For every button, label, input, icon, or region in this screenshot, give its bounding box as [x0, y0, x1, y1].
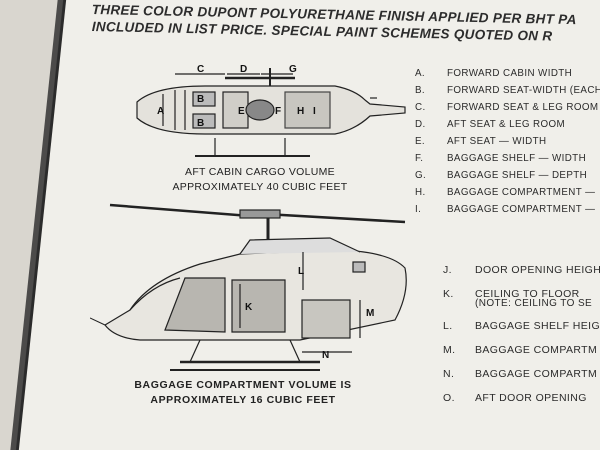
dim-label-i: I [313, 106, 316, 117]
top-view-caption: AFT CABIN CARGO VOLUME APPROXIMATELY 40 … [150, 165, 370, 195]
dim-label-d: D [240, 64, 247, 75]
dimension-legend-bottom: J.DOOR OPENING HEIGHT K.CEILING TO FLOOR… [443, 264, 600, 416]
side-caption-line-1: BAGGAGE COMPARTMENT VOLUME IS [134, 379, 352, 391]
legend-item-k: K.CEILING TO FLOOR(NOTE: CEILING TO SE [443, 288, 600, 320]
legend-item-i: I.BAGGAGE COMPARTMENT — [415, 204, 596, 215]
dim-label-n: N [322, 350, 329, 361]
legend-item-b: B.FORWARD SEAT-WIDTH (EACH) [415, 85, 600, 96]
dim-label-k: K [245, 302, 253, 313]
dim-label-g: G [289, 64, 297, 75]
dim-label-e: E [238, 106, 245, 117]
top-caption-line-2: APPROXIMATELY 40 CUBIC FEET [172, 181, 348, 193]
top-view-diagram: C D G A B B E F H I [136, 64, 406, 157]
legend-item-n: N.BAGGAGE COMPARTM [443, 368, 598, 380]
dim-label-f: F [275, 106, 281, 117]
dim-label-m: M [366, 308, 374, 319]
side-caption-line-2: APPROXIMATELY 16 CUBIC FEET [150, 394, 336, 406]
dimension-legend-top: A.FORWARD CABIN WIDTH B.FORWARD SEAT-WID… [415, 68, 600, 221]
dim-label-h: H [297, 106, 304, 117]
legend-item-g: G.BAGGAGE SHELF — DEPTH [415, 170, 588, 181]
legend-item-a: A.FORWARD CABIN WIDTH [415, 68, 573, 79]
legend-item-o: O.AFT DOOR OPENING [443, 392, 587, 404]
dim-label-b-upper: B [197, 94, 204, 105]
legend-item-d: D.AFT SEAT & LEG ROOM [415, 119, 566, 130]
dim-label-b-lower: B [197, 118, 204, 129]
dim-label-a: A [157, 106, 164, 117]
top-caption-line-1: AFT CABIN CARGO VOLUME [185, 166, 335, 178]
side-view-caption: BAGGAGE COMPARTMENT VOLUME IS APPROXIMAT… [118, 378, 368, 408]
legend-item-e: E.AFT SEAT — WIDTH [415, 136, 547, 147]
legend-item-l: L.BAGGAGE SHELF HEIGHT [443, 320, 600, 332]
legend-item-k-note: (NOTE: CEILING TO SE [475, 298, 593, 309]
legend-item-h: H.BAGGAGE COMPARTMENT — [415, 187, 596, 198]
dim-label-l: L [298, 266, 304, 277]
dim-label-c: C [197, 64, 204, 75]
legend-item-m: M.BAGGAGE COMPARTM [443, 344, 598, 356]
legend-item-j: J.DOOR OPENING HEIGHT [443, 264, 600, 276]
legend-item-c: C.FORWARD SEAT & LEG ROOM [415, 102, 599, 113]
side-view-diagram: K L M N [90, 203, 407, 371]
legend-item-f: F.BAGGAGE SHELF — WIDTH [415, 153, 587, 164]
